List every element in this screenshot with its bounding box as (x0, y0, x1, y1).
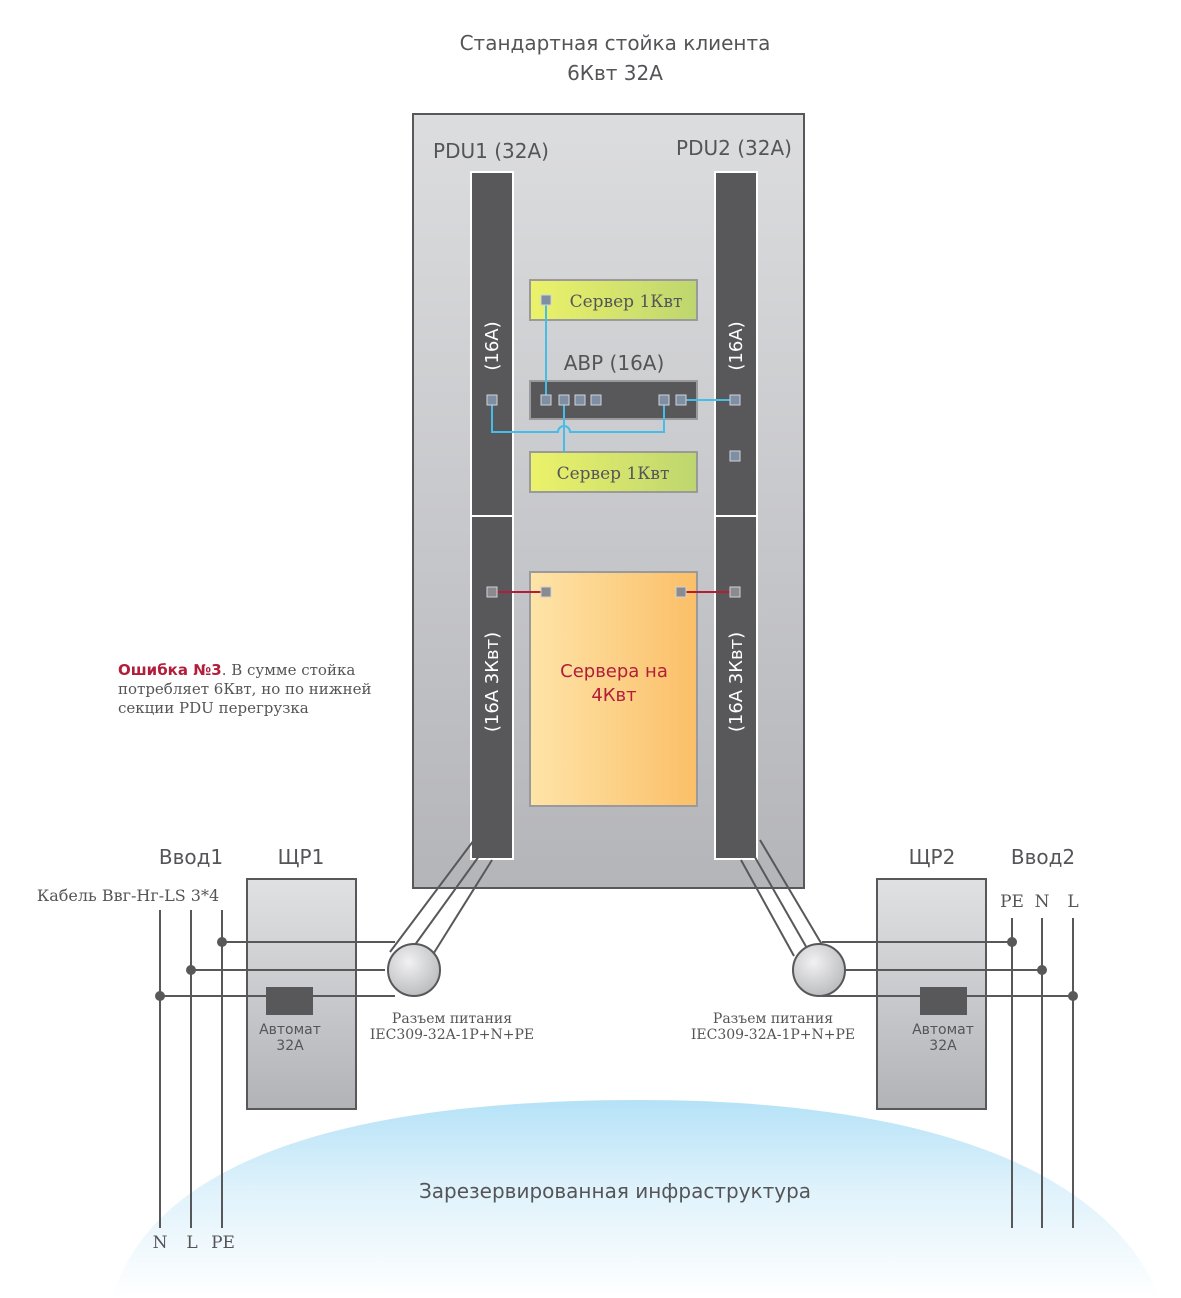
input2-junctions (1007, 937, 1078, 1001)
breaker2-line2: 32А (929, 1038, 957, 1054)
connector2 (792, 943, 846, 997)
infrastructure-area: Зарезервированная инфраструктура (112, 1100, 1160, 1298)
breaker2 (920, 987, 967, 1015)
input1-wire-l: L (186, 1233, 197, 1253)
server-top-label: Сервер 1Квт (570, 292, 683, 312)
servers-block: Сервера на 4Квт (529, 571, 698, 807)
pdu2: (16A) (16А 3Квт) (714, 171, 758, 860)
avr-unit (529, 380, 698, 420)
connector2-line1: Разъем питания (713, 1011, 833, 1027)
error-note-text: . В сумме стойка потребляет 6Квт, но по … (118, 661, 372, 717)
input1-wire-pe: PE (211, 1233, 235, 1253)
cable-label: Кабель Ввг-Нг-LS 3*4 (37, 886, 219, 905)
pdu1: (16A) (16А 3Квт) (470, 171, 514, 860)
connector1 (387, 943, 441, 997)
breaker1-line1: Автомат (259, 1022, 321, 1038)
server-bottom: Сервер 1Квт (529, 451, 698, 493)
server-bottom-label: Сервер 1Квт (557, 464, 670, 484)
input2-wires (740, 839, 1074, 1228)
pdu2-label: PDU2 (32A) (676, 136, 792, 160)
pdu2-upper-label: (16A) (726, 321, 747, 370)
avr-links (491, 300, 735, 452)
infrastructure-label: Зарезервированная инфраструктура (419, 1179, 811, 1203)
input1-junctions (155, 937, 227, 1001)
title-line2: 6Квт 32А (567, 61, 663, 85)
input2-wire-n: N (1035, 892, 1050, 912)
pdu1-label: PDU1 (32A) (433, 139, 549, 163)
error-note: Ошибка №3. В сумме стойка потребляет 6Кв… (118, 661, 408, 718)
breaker2-line1: Автомат (912, 1022, 974, 1038)
title-line1: Стандартная стойка клиента (460, 31, 771, 55)
input1-wire-n: N (153, 1233, 168, 1253)
panel2-label: ЩР2 (909, 845, 956, 869)
input2-wire-l: L (1067, 892, 1078, 912)
servers-block-line2: 4Квт (591, 685, 636, 706)
error-note-title: Ошибка №3 (118, 661, 222, 679)
servers-block-line1: Сервера на (560, 661, 668, 682)
input1-label: Ввод1 (159, 845, 223, 869)
input2-wire-pe: PE (1000, 892, 1024, 912)
avr-label: АВР (16А) (564, 351, 665, 375)
pdu1-lower-label: (16А 3Квт) (482, 632, 503, 732)
pdu1-upper-label: (16A) (482, 321, 503, 370)
connector1-line1: Разъем питания (392, 1011, 512, 1027)
panel1-label: ЩР1 (278, 845, 325, 869)
breaker1-line2: 32А (276, 1038, 304, 1054)
connector1-line2: IEC309-32A-1P+N+PE (370, 1027, 534, 1043)
pdu2-lower-label: (16А 3Квт) (726, 632, 747, 732)
connector2-line2: IEC309-32A-1P+N+PE (691, 1027, 855, 1043)
input2-label: Ввод2 (1011, 845, 1075, 869)
sockets (486, 294, 741, 598)
server-top: Сервер 1Квт (529, 279, 698, 321)
breaker1 (266, 987, 313, 1015)
